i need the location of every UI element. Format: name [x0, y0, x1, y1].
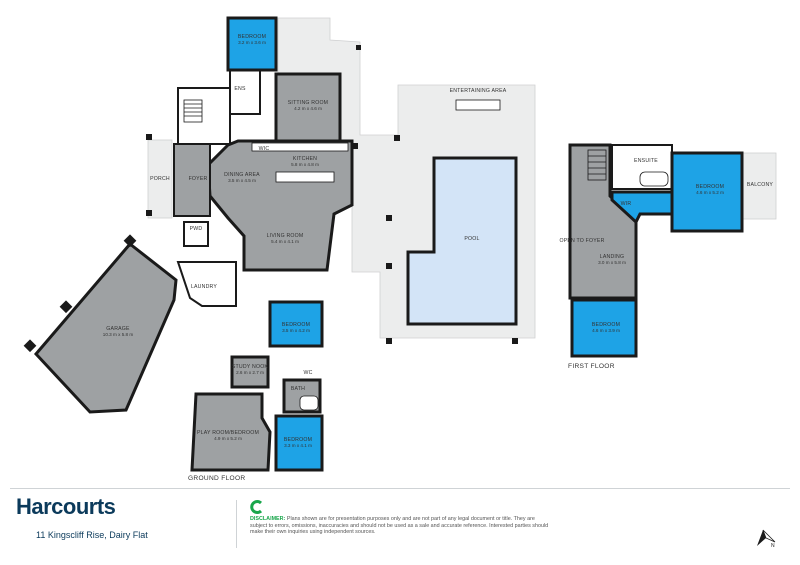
footer-vertical-divider	[236, 500, 237, 548]
ensuite-bath	[639, 171, 669, 187]
kitchen-bench	[251, 142, 349, 152]
porch-area	[147, 139, 173, 219]
post	[386, 263, 392, 269]
entertaining-bench	[455, 99, 501, 111]
laundry-room	[176, 261, 237, 307]
post	[356, 45, 361, 50]
label-bath: BATH	[291, 386, 305, 392]
dims-study: 2.6 m x 2.7 m	[236, 370, 264, 375]
label-sitting-room: SITTING ROOM	[288, 100, 328, 106]
footer-divider	[10, 488, 790, 489]
label-bedroom-2: BEDROOM	[282, 322, 310, 328]
label-garage: GARAGE	[106, 326, 130, 332]
disclaimer: DISCLAIMER: Plans shown are for presenta…	[250, 516, 550, 536]
ens-room	[229, 69, 261, 115]
kitchen-dining-living	[206, 139, 354, 272]
label-entertaining-area: ENTERTAINING AREA	[450, 88, 507, 94]
dims-bedroom-1: 3.2 m x 3.6 m	[238, 40, 266, 45]
bedroom-1	[226, 16, 278, 72]
label-bedroom-3: BEDROOM	[284, 437, 312, 443]
stairs	[183, 99, 607, 181]
north-arrow-icon: N	[757, 529, 776, 548]
label-wc: WC	[303, 370, 312, 376]
stair-ground	[183, 99, 203, 123]
label-foyer: FOYER	[189, 176, 208, 182]
room-labels-first: ENSUITE BEDROOM 4.6 m x 5.2 m BALCONY WI…	[559, 158, 773, 333]
bedroom-master	[670, 151, 744, 233]
label-kitchen: KITCHEN	[293, 156, 317, 162]
label-porch: PORCH	[150, 176, 170, 182]
label-ensuite: ENSUITE	[634, 158, 658, 164]
label-wir: WIR	[621, 201, 632, 207]
post	[23, 339, 37, 353]
post	[386, 338, 392, 344]
dims-landing: 3.0 m x 5.8 m	[598, 260, 626, 265]
label-bedroom-ff-2: BEDROOM	[592, 322, 620, 328]
pwd-room	[183, 221, 209, 247]
sitting-room	[274, 72, 342, 143]
ground-floor-label: GROUND FLOOR	[188, 475, 245, 482]
disclaimer-label: DISCLAIMER:	[250, 516, 286, 522]
dims-living: 5.4 m x 4.1 m	[271, 239, 299, 244]
post	[394, 135, 400, 141]
address-number: 11	[36, 530, 46, 540]
post	[59, 300, 73, 314]
garage	[33, 241, 178, 414]
posts	[23, 45, 518, 353]
post	[146, 210, 152, 216]
post	[386, 215, 392, 221]
label-ens: ENS	[234, 86, 246, 92]
label-laundry: LAUNDRY	[191, 284, 217, 290]
label-living: LIVING ROOM	[267, 233, 304, 239]
balcony-area	[741, 152, 777, 220]
dims-bedroom-master: 4.6 m x 5.2 m	[696, 190, 724, 195]
dims-play-room: 4.9 m x 5.2 m	[214, 436, 242, 441]
post	[123, 234, 137, 248]
label-bedroom-1: BEDROOM	[238, 34, 266, 40]
label-open-to-foyer: OPEN TO FOYER	[559, 238, 604, 244]
stair-first	[587, 149, 607, 181]
property-address: 11 Kingscliff Rise, Dairy Flat	[36, 530, 148, 540]
label-landing: LANDING	[600, 254, 624, 260]
bedroom-3	[274, 414, 324, 472]
first-floor-label: FIRST FLOOR	[568, 363, 615, 370]
room-labels-ground: BEDROOM 3.2 m x 3.6 m ENS SITTING ROOM 4…	[103, 34, 507, 448]
dims-bedroom-2: 3.5 m x 4.2 m	[282, 328, 310, 333]
post	[352, 143, 358, 149]
label-balcony: BALCONY	[747, 182, 774, 188]
dims-bedroom-ff-2: 4.6 m x 3.9 m	[592, 328, 620, 333]
label-study: STUDY NOOK	[232, 364, 269, 370]
disclaimer-text: Plans shown are for presentation purpose…	[250, 516, 549, 536]
label-bedroom-master: BEDROOM	[696, 184, 724, 190]
kitchen-island	[275, 171, 335, 183]
label-dining: DINING AREA	[224, 172, 260, 178]
post	[146, 134, 152, 140]
address-street: Kingscliff Rise, Dairy Flat	[47, 530, 148, 540]
bedroom-ff-2	[570, 298, 638, 358]
label-play-room: PLAY ROOM/BEDROOM	[197, 430, 259, 436]
play-room	[190, 392, 272, 472]
dims-kitchen: 5.8 m x 4.8 m	[291, 162, 319, 167]
brand-logo: Harcourts	[16, 494, 116, 519]
label-wic: WIC	[259, 146, 270, 152]
dims-dining: 3.5 m x 4.5 m	[228, 178, 256, 183]
post	[512, 338, 518, 344]
bedroom-2	[268, 300, 324, 348]
label-pool: POOL	[464, 236, 479, 242]
dims-bedroom-3: 3.3 m x 4.1 m	[284, 443, 312, 448]
fixtures	[251, 99, 669, 411]
svg-text:N: N	[771, 543, 775, 548]
study-nook	[230, 355, 270, 389]
pool	[406, 156, 518, 326]
bath-tub	[299, 395, 319, 411]
dims-sitting-room: 4.2 m x 4.6 m	[294, 106, 322, 111]
label-pwd: PWD	[190, 226, 203, 232]
c-logo-icon	[250, 500, 263, 514]
dims-garage: 10.3 m x 5.8 m	[103, 332, 134, 337]
ground-bedrooms	[226, 16, 324, 472]
